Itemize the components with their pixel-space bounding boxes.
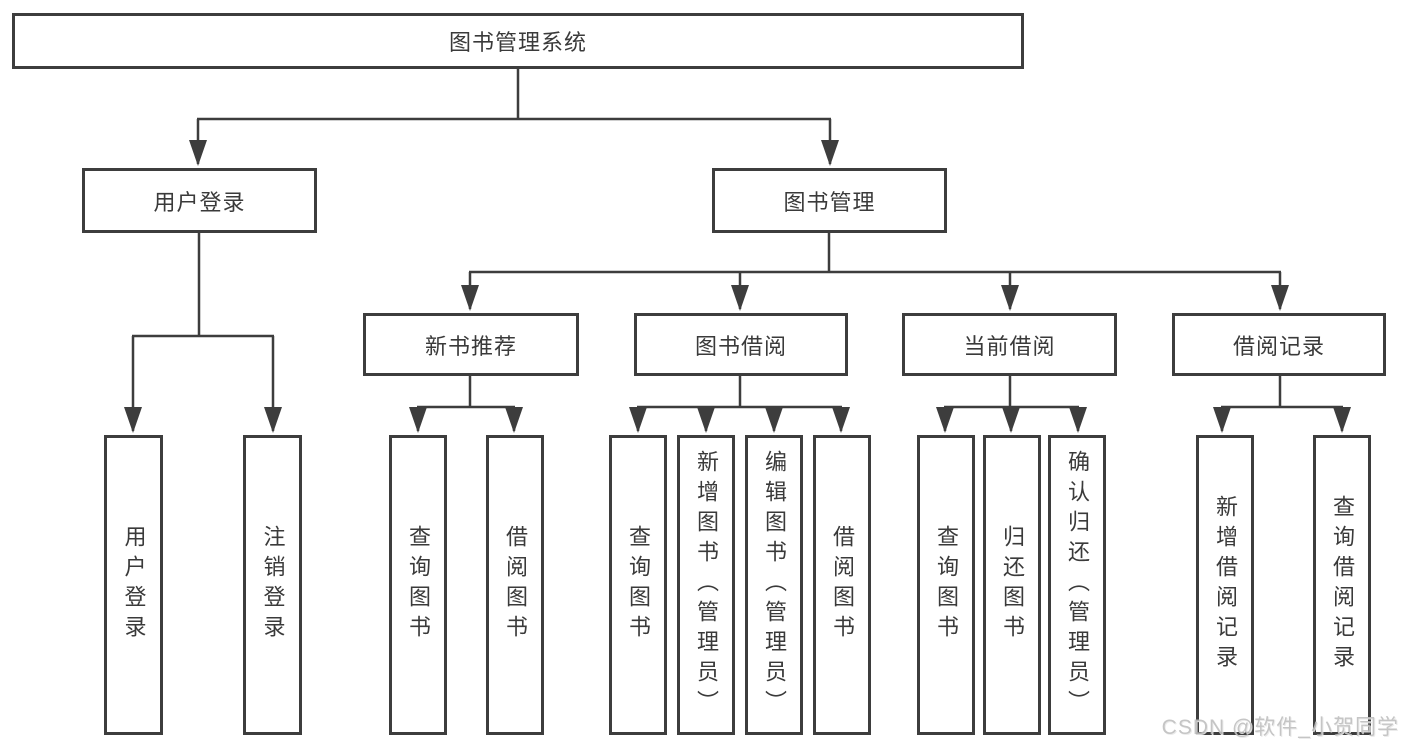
leaf-logout: 注销登录: [243, 435, 302, 735]
leaf-label: 新增图书（管理员）: [694, 450, 719, 720]
node-label: 图书管理: [783, 189, 876, 215]
node-user-login-branch: 用户登录: [82, 168, 317, 233]
leaf-label: 查询借阅记录: [1330, 495, 1355, 675]
leaf-label: 归还图书: [1000, 525, 1025, 645]
leaf-confirm-return-admin: 确认归还（管理员）: [1048, 435, 1106, 735]
leaf-add-borrow-record: 新增借阅记录: [1196, 435, 1254, 735]
leaf-add-books-admin: 新增图书（管理员）: [677, 435, 735, 735]
node-book-borrowing: 图书借阅: [634, 313, 848, 376]
leaf-label: 查询图书: [934, 525, 959, 645]
leaf-return-books: 归还图书: [983, 435, 1041, 735]
leaf-edit-books-admin: 编辑图书（管理员）: [745, 435, 803, 735]
leaf-label: 新增借阅记录: [1213, 495, 1238, 675]
leaf-label: 确认归还（管理员）: [1065, 450, 1090, 720]
leaf-query-books-borrowing: 查询图书: [609, 435, 667, 735]
leaf-label: 借阅图书: [503, 525, 528, 645]
csdn-watermark: CSDN @软件_小贺同学: [1161, 716, 1399, 739]
leaf-borrow-books-recommend: 借阅图书: [486, 435, 544, 735]
leaf-label: 编辑图书（管理员）: [762, 450, 787, 720]
leaf-borrow-books-borrowing: 借阅图书: [813, 435, 871, 735]
leaf-query-books-current: 查询图书: [917, 435, 975, 735]
leaf-user-login: 用户登录: [104, 435, 163, 735]
leaf-query-books-recommend: 查询图书: [389, 435, 447, 735]
node-label: 图书借阅: [694, 333, 787, 359]
node-borrowing-records: 借阅记录: [1172, 313, 1386, 376]
node-new-book-recommend: 新书推荐: [363, 313, 579, 376]
leaf-label: 查询图书: [626, 525, 651, 645]
node-current-borrowing: 当前借阅: [902, 313, 1117, 376]
leaf-label: 注销登录: [260, 525, 286, 645]
leaf-label: 用户登录: [121, 525, 147, 645]
node-label: 新书推荐: [424, 333, 517, 359]
leaf-label: 查询图书: [406, 525, 431, 645]
leaf-query-borrow-record: 查询借阅记录: [1313, 435, 1371, 735]
leaf-label: 借阅图书: [830, 525, 855, 645]
node-label: 用户登录: [153, 189, 246, 215]
node-label: 借阅记录: [1232, 333, 1325, 359]
node-root-system: 图书管理系统: [12, 13, 1024, 69]
node-book-management-branch: 图书管理: [712, 168, 947, 233]
node-label: 当前借阅: [963, 333, 1056, 359]
node-root-label: 图书管理系统: [448, 30, 587, 55]
